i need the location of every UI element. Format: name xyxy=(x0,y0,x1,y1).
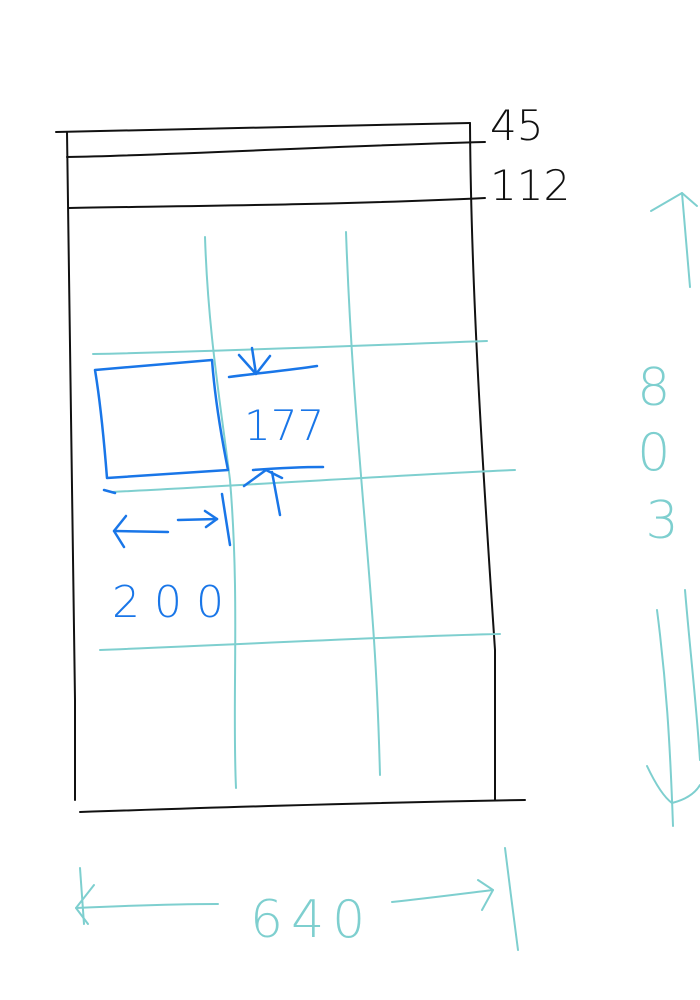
tile-width-arrow-right-head xyxy=(203,509,219,529)
frame-left-edge xyxy=(66,131,76,801)
canvas-height-digit-3: 3 xyxy=(645,491,678,551)
width-arrow-left-shaft xyxy=(75,903,219,909)
grid-row-line-1 xyxy=(92,340,488,355)
width-arrow-right-tick xyxy=(504,847,519,951)
grid-column-line-1 xyxy=(204,236,237,789)
tile-width-arrow-line xyxy=(112,529,170,534)
tile-height-top-arrow xyxy=(237,346,272,376)
header-height-label: 45 xyxy=(490,101,543,150)
width-arrow-right-shaft xyxy=(391,889,494,903)
grid-row-line-3 xyxy=(99,633,501,651)
canvas-width-label: 640 xyxy=(250,890,373,950)
subheader-divider-line xyxy=(68,197,486,209)
height-arrow-top-head xyxy=(650,192,698,212)
tile-height-label: 177 xyxy=(244,401,324,450)
tile-height-bottom-line xyxy=(251,465,325,472)
sample-tile-box xyxy=(93,358,230,480)
tile-height-bottom-arrow xyxy=(242,468,284,517)
frame-top-edge xyxy=(55,122,471,133)
height-arrow-bottom-shaft xyxy=(656,609,674,827)
width-arrow-left-head xyxy=(75,884,95,925)
canvas-height-digit-1: 8 xyxy=(637,358,670,418)
tile-height-top-line xyxy=(227,364,319,379)
canvas-height-label: 8 0 3 xyxy=(637,358,687,551)
tile-width-end-tick xyxy=(220,492,232,547)
grid-row-line-2 xyxy=(111,469,516,493)
header-divider-line xyxy=(66,141,486,158)
height-arrow-bottom-head xyxy=(646,765,700,804)
device-frame xyxy=(55,122,526,813)
tile-width-arrow-right-line xyxy=(176,517,219,522)
tile-width-arrow-left-head xyxy=(112,514,128,549)
subheader-height-label: 112 xyxy=(490,161,570,210)
height-arrow-top-shaft xyxy=(681,192,691,288)
grid-column-line-2 xyxy=(345,231,381,776)
tile-width-start-tick xyxy=(102,488,117,495)
width-arrow-right-head xyxy=(477,879,494,911)
tile-width-label: 200 xyxy=(112,577,238,628)
sample-tile-group xyxy=(93,346,325,549)
frame-right-edge xyxy=(469,122,496,801)
canvas-height-digit-2: 0 xyxy=(637,423,670,483)
width-arrow-left-tick xyxy=(79,867,85,925)
layout-grid xyxy=(92,231,516,789)
frame-bottom-edge xyxy=(79,799,526,813)
outer-dimensions xyxy=(75,192,700,951)
height-arrow-side-line xyxy=(684,589,700,761)
